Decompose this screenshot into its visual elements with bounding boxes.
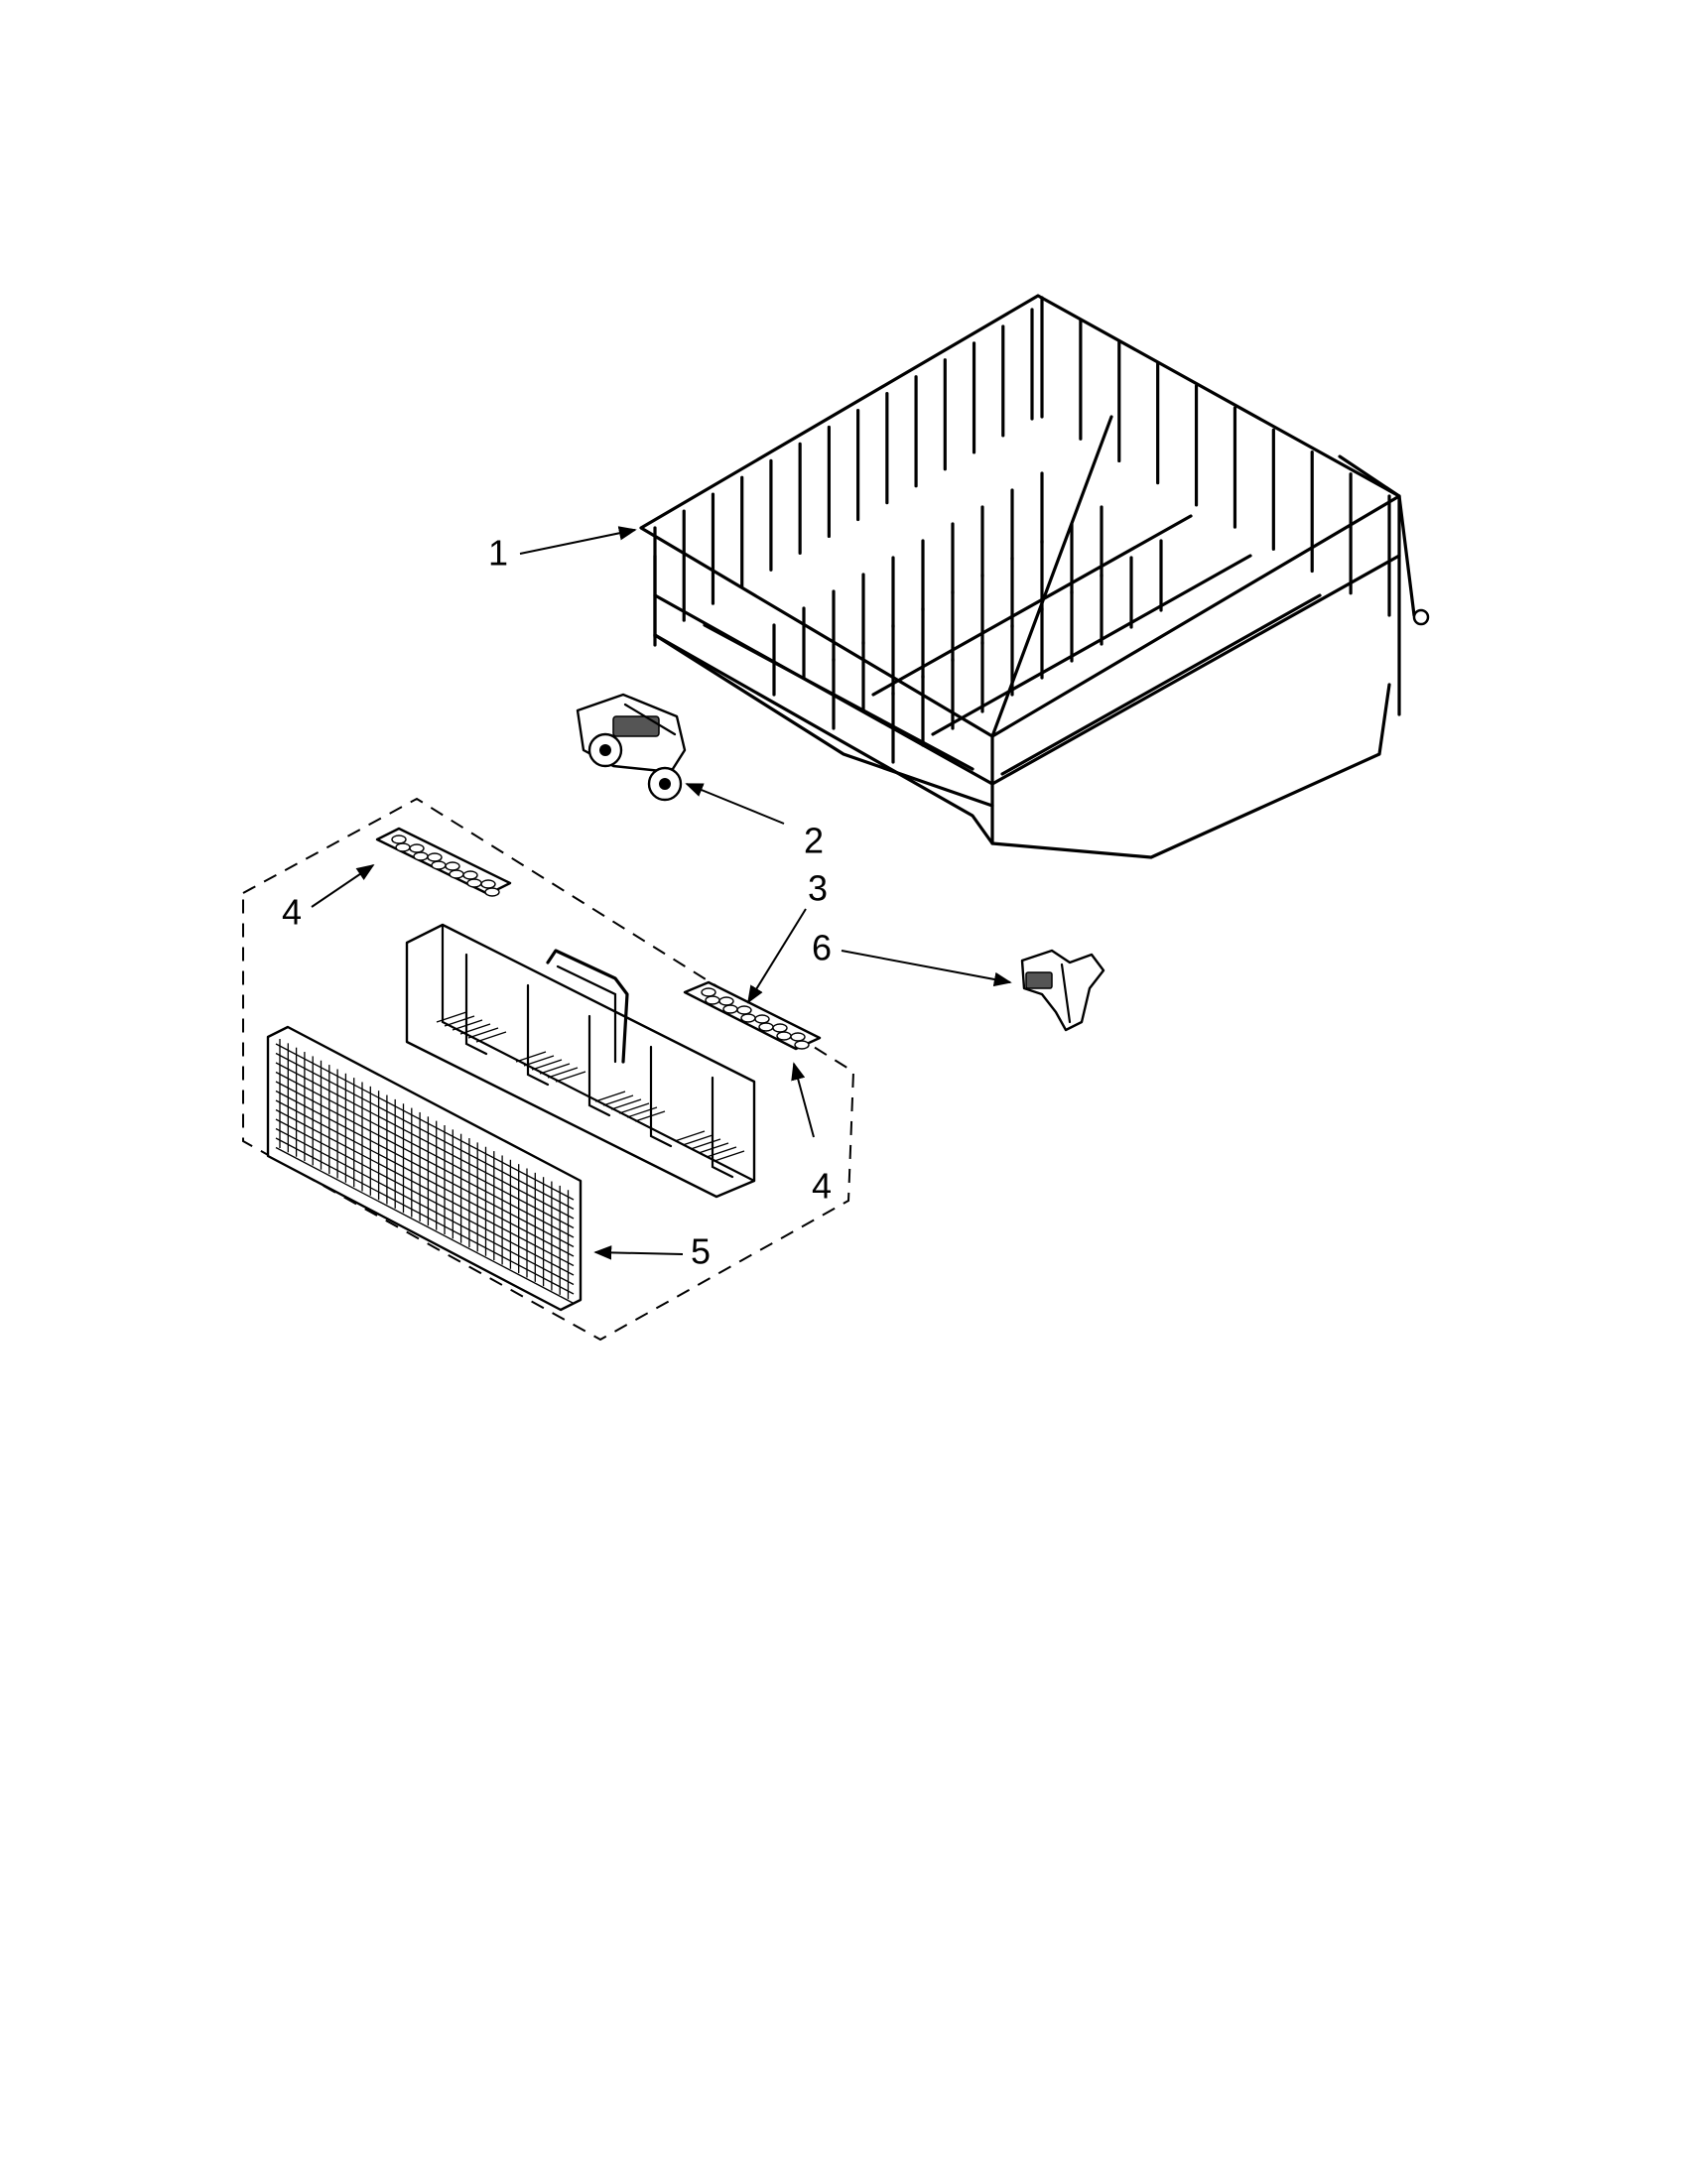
basket-floor-rib xyxy=(515,1051,547,1063)
callout-4-right: 4 xyxy=(812,1166,832,1207)
cover-slot xyxy=(391,835,407,844)
callout-6: 6 xyxy=(812,928,832,968)
basket-divider xyxy=(711,1076,734,1179)
callout-3: 3 xyxy=(808,868,828,909)
basket-floor-rib xyxy=(690,1138,721,1150)
basket-floor-rib xyxy=(714,1150,745,1162)
silverware-basket xyxy=(405,923,756,1199)
basket-cover-right xyxy=(683,980,822,1051)
callout-labels: 1 2 3 4 6 4 5 xyxy=(282,533,832,1272)
cover-slot xyxy=(431,860,447,870)
basket-floor-rib xyxy=(618,1102,650,1114)
upper-dishrack xyxy=(639,294,1430,859)
grille-bar xyxy=(275,1127,575,1286)
basket-divider xyxy=(526,983,550,1087)
grille-bar xyxy=(275,1090,575,1248)
basket-floor-rib xyxy=(555,1071,586,1083)
basket-floor-rib xyxy=(602,1094,634,1106)
basket-floor-rib xyxy=(444,1015,475,1027)
basket-floor-rib xyxy=(610,1098,642,1110)
leader-lines xyxy=(311,526,1012,1260)
callout-2: 2 xyxy=(804,821,824,861)
grille-bar xyxy=(275,1137,575,1295)
cover-slot xyxy=(722,1004,738,1014)
cover-slot xyxy=(705,995,720,1005)
cover-slot xyxy=(776,1031,792,1041)
callout-5: 5 xyxy=(691,1231,711,1272)
cover-slot xyxy=(480,879,496,889)
cover-slot xyxy=(758,1022,774,1032)
cover-slot xyxy=(718,996,734,1006)
cover-slot xyxy=(445,861,460,871)
basket-floor-rib xyxy=(523,1055,555,1067)
basket-floor-rib xyxy=(698,1142,729,1154)
grille-bar xyxy=(275,1081,575,1238)
basket-floor-rib xyxy=(674,1130,706,1142)
basket-floor-rib xyxy=(634,1110,666,1122)
basket-floor-rib xyxy=(436,1011,467,1023)
basket-floor-rib xyxy=(452,1019,483,1031)
cover-slot xyxy=(462,870,478,880)
basket-floor-rib xyxy=(467,1027,499,1039)
cover-slot xyxy=(736,1005,752,1015)
cover-slot xyxy=(772,1023,788,1033)
grille-bar xyxy=(275,1043,575,1201)
grille-bar xyxy=(275,1062,575,1220)
basket-floor-rib xyxy=(682,1134,714,1146)
grille-bar xyxy=(275,1099,575,1257)
basket-floor-rib xyxy=(539,1063,571,1075)
cover-slot xyxy=(409,843,425,853)
basket-floor-rib xyxy=(531,1059,563,1071)
grille-bar xyxy=(275,1118,575,1276)
cover-slot xyxy=(484,887,500,897)
basket-lid-grille xyxy=(266,1025,583,1312)
cover-slot xyxy=(395,842,411,852)
grille-bar xyxy=(275,1108,575,1267)
cover-slot xyxy=(701,987,716,997)
cover-slot xyxy=(466,878,482,888)
rack-clip xyxy=(1020,949,1105,1032)
basket-divider xyxy=(587,1014,611,1117)
basket-floor-rib xyxy=(594,1091,626,1102)
basket-cover-left xyxy=(375,827,512,897)
basket-divider xyxy=(464,953,488,1056)
basket-floor-rib xyxy=(547,1067,579,1079)
grille-bar xyxy=(275,1052,575,1211)
cover-slot xyxy=(794,1040,810,1050)
cover-slot xyxy=(790,1032,806,1042)
rack-roller xyxy=(576,693,687,802)
cover-slot xyxy=(740,1013,756,1023)
cover-slot xyxy=(449,869,464,879)
basket-floor-rib xyxy=(475,1031,507,1043)
silverware-basket-assembly xyxy=(242,797,855,1342)
grille-bar xyxy=(275,1071,575,1229)
callout-1: 1 xyxy=(488,533,508,574)
basket-floor-rib xyxy=(459,1023,491,1035)
basket-divider xyxy=(649,1045,673,1148)
cover-slot xyxy=(413,851,429,861)
grille-bar xyxy=(275,1146,575,1305)
callout-4-left: 4 xyxy=(282,892,302,933)
basket-floor-rib xyxy=(626,1106,658,1118)
basket-floor-rib xyxy=(706,1146,737,1158)
cover-slot xyxy=(754,1014,770,1024)
cover-slot xyxy=(427,852,443,862)
